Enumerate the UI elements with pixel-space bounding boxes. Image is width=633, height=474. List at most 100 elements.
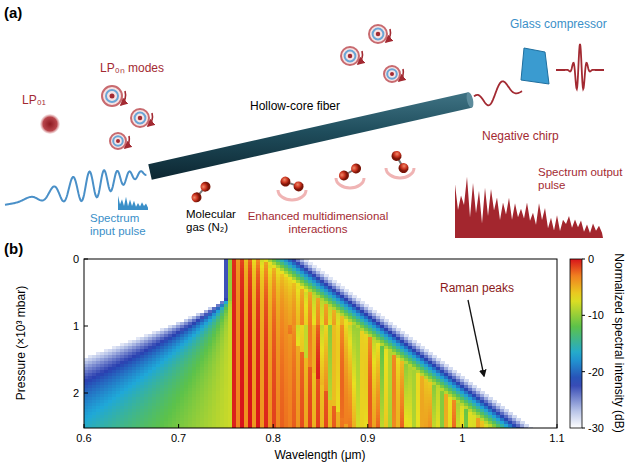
heatmap-cell bbox=[120, 391, 125, 395]
heatmap-cell bbox=[96, 394, 101, 398]
heatmap-cell bbox=[276, 283, 281, 287]
heatmap-cell bbox=[220, 394, 225, 398]
heatmap-cell bbox=[252, 364, 257, 368]
heatmap-cell bbox=[108, 367, 113, 371]
heatmap-cell bbox=[172, 352, 177, 356]
heatmap-cell bbox=[260, 331, 265, 335]
heatmap-cell bbox=[140, 370, 145, 374]
heatmap-cell bbox=[188, 394, 193, 398]
heatmap-cell bbox=[140, 337, 145, 341]
heatmap-cell bbox=[144, 364, 149, 368]
heatmap-cell bbox=[88, 379, 93, 383]
heatmap-cell bbox=[244, 289, 249, 293]
heatmap-cell bbox=[276, 349, 281, 353]
heatmap-cell bbox=[192, 331, 197, 335]
heatmap-cell bbox=[264, 406, 269, 410]
heatmap-cell bbox=[104, 403, 109, 407]
heatmap-cell bbox=[112, 409, 117, 413]
heatmap-cell bbox=[228, 307, 233, 311]
heatmap-cell bbox=[152, 424, 157, 428]
heatmap-cell bbox=[180, 415, 185, 419]
heatmap-cell bbox=[256, 337, 261, 341]
heatmap-cell bbox=[268, 388, 273, 392]
heatmap-cell bbox=[112, 364, 117, 368]
heatmap-cell bbox=[212, 406, 217, 410]
heatmap-cell bbox=[268, 364, 273, 368]
heatmap-cell bbox=[96, 418, 101, 422]
heatmap-cell bbox=[256, 265, 261, 269]
heatmap-cell bbox=[232, 397, 237, 401]
heatmap-cell bbox=[212, 379, 217, 383]
heatmap-cell bbox=[268, 268, 273, 272]
heatmap-cell bbox=[108, 376, 113, 380]
heatmap-cell bbox=[156, 349, 161, 353]
heatmap-cell bbox=[96, 391, 101, 395]
heatmap-cell bbox=[220, 397, 225, 401]
heatmap-cell bbox=[252, 301, 257, 305]
heatmap-cell bbox=[188, 412, 193, 416]
heatmap-cell bbox=[276, 415, 281, 419]
heatmap-cell bbox=[196, 346, 201, 350]
heatmap-cell bbox=[240, 382, 245, 386]
heatmap-cell bbox=[240, 274, 245, 278]
heatmap-cell bbox=[256, 310, 261, 314]
heatmap-cell bbox=[248, 391, 253, 395]
heatmap-cell bbox=[248, 277, 253, 281]
heatmap-cell bbox=[244, 307, 249, 311]
heatmap-cell bbox=[112, 394, 117, 398]
heatmap-cell bbox=[272, 292, 277, 296]
heatmap-cell bbox=[140, 415, 145, 419]
heatmap-cell bbox=[108, 421, 113, 425]
heatmap-cell bbox=[136, 415, 141, 419]
heatmap-cell bbox=[188, 325, 193, 329]
heatmap-cell bbox=[232, 346, 237, 350]
heatmap-cell bbox=[224, 313, 229, 317]
heatmap-cell bbox=[140, 394, 145, 398]
heatmap-cell bbox=[156, 415, 161, 419]
heatmap-cell bbox=[96, 358, 101, 362]
heatmap-cell bbox=[188, 409, 193, 413]
heatmap-cell bbox=[216, 322, 221, 326]
heatmap-cell bbox=[244, 370, 249, 374]
heatmap-cell bbox=[164, 346, 169, 350]
heatmap-cell bbox=[208, 421, 213, 425]
heatmap-cell bbox=[276, 394, 281, 398]
heatmap-cell bbox=[268, 385, 273, 389]
heatmap-cell bbox=[276, 331, 281, 335]
heatmap-cell bbox=[204, 322, 209, 326]
heatmap-cell bbox=[108, 424, 113, 428]
heatmap-cell bbox=[236, 364, 241, 368]
heatmap-cell bbox=[128, 346, 133, 350]
heatmap-cell bbox=[112, 418, 117, 422]
heatmap-cell bbox=[220, 304, 225, 308]
heatmap-cell bbox=[252, 388, 257, 392]
heatmap-cell bbox=[244, 259, 249, 263]
heatmap-cell bbox=[228, 301, 233, 305]
heatmap-cell bbox=[256, 409, 261, 413]
heatmap-cell bbox=[276, 277, 281, 281]
heatmap-cell bbox=[188, 370, 193, 374]
heatmap-cell bbox=[272, 340, 277, 344]
heatmap-cell bbox=[240, 286, 245, 290]
heatmap-cell bbox=[172, 334, 177, 338]
heatmap-cell bbox=[180, 382, 185, 386]
heatmap-cell bbox=[260, 316, 265, 320]
heatmap-cell bbox=[196, 361, 201, 365]
heatmap-cell bbox=[156, 379, 161, 383]
heatmap-cell bbox=[132, 421, 137, 425]
heatmap-cell bbox=[220, 370, 225, 374]
heatmap-cell bbox=[260, 400, 265, 404]
heatmap-cell bbox=[168, 355, 173, 359]
heatmap-cell bbox=[236, 382, 241, 386]
heatmap-cell bbox=[120, 373, 125, 377]
heatmap-cell bbox=[248, 421, 253, 425]
heatmap-cell bbox=[236, 304, 241, 308]
heatmap-cell bbox=[140, 412, 145, 416]
heatmap-cell bbox=[276, 259, 281, 263]
heatmap-cell bbox=[252, 391, 257, 395]
heatmap-cell bbox=[260, 268, 265, 272]
heatmap-cell bbox=[256, 280, 261, 284]
heatmap-cell bbox=[268, 370, 273, 374]
heatmap-cell bbox=[224, 259, 229, 263]
heatmap-cell bbox=[244, 334, 249, 338]
